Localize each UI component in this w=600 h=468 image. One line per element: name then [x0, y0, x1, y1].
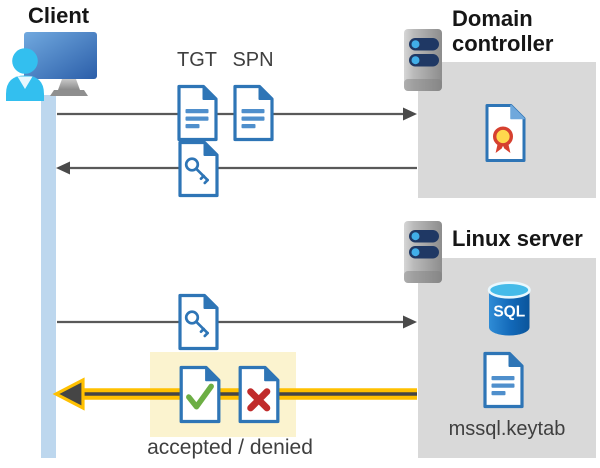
server-icon: [402, 220, 444, 284]
keytab-document-icon: [481, 351, 525, 409]
tgt-document-icon: [175, 84, 219, 142]
ticket-arrow-to-linux: [57, 315, 417, 329]
document-check-icon: [177, 365, 222, 424]
sql-badge-text: SQL: [493, 304, 525, 321]
linux-server-label: Linux server: [452, 226, 583, 251]
response-arrow-from-dc: [56, 161, 417, 175]
client-label: Client: [28, 3, 90, 28]
spn-label: SPN: [232, 49, 274, 71]
client-lifeline: [41, 95, 56, 458]
server-icon: [402, 28, 444, 92]
document-x-icon: [236, 365, 281, 424]
spn-document-icon: [231, 84, 275, 142]
sql-database-icon: SQL: [487, 281, 531, 336]
person-at-monitor-icon: [6, 32, 97, 101]
certificate-document-icon: [483, 103, 528, 163]
keytab-filename-label: mssql.keytab: [448, 418, 566, 440]
result-label: accepted / denied: [147, 436, 313, 459]
tgt-label: TGT: [177, 49, 217, 71]
key-document-icon: [176, 140, 220, 198]
domain-controller-label: Domain controller: [452, 6, 554, 56]
key-document-icon: [176, 293, 220, 351]
